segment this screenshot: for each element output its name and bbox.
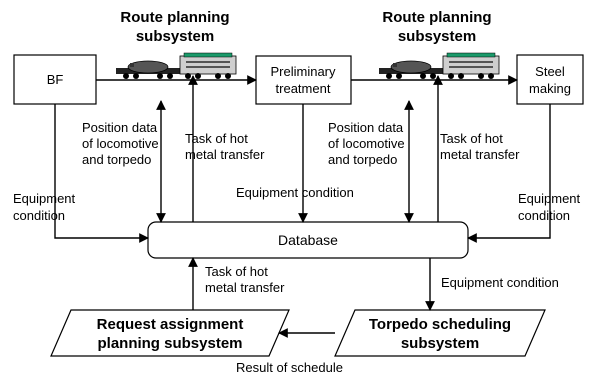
bf-label: BF — [47, 72, 64, 87]
request-assignment-label-2: planning subsystem — [97, 335, 242, 352]
right-task-label-2: metal transfer — [440, 147, 520, 162]
train-left-icon — [115, 52, 237, 80]
bf-equipment-label-2: condition — [13, 208, 65, 223]
left-task-label-1: Task of hot — [185, 131, 248, 146]
database-label: Database — [278, 232, 338, 248]
right-position-label-3: and torpedo — [328, 152, 397, 167]
left-task-label-2: metal transfer — [185, 147, 265, 162]
steel-making-label-1: Steel — [535, 64, 565, 79]
bf-equipment-label-1: Equipment — [13, 191, 76, 206]
request-assignment-box — [50, 309, 290, 357]
train-right-icon — [378, 52, 500, 80]
database-equipment-label: Equipment condition — [441, 275, 559, 290]
route-planning-left-title: Route planning — [120, 9, 229, 26]
torpedo-scheduling-box — [334, 309, 546, 357]
preliminary-treatment-label-1: Preliminary — [270, 64, 336, 79]
right-task-label-1: Task of hot — [440, 131, 503, 146]
route-planning-right-subtitle: subsystem — [398, 28, 476, 45]
left-position-label-3: and torpedo — [82, 152, 151, 167]
preliminary-treatment-box — [255, 55, 352, 105]
steel-equipment-arrow — [467, 104, 551, 243]
torpedo-scheduling-label-2: subsystem — [401, 335, 479, 352]
preliminary-treatment-label-2: treatment — [276, 81, 331, 96]
right-position-label-1: Position data — [328, 120, 404, 135]
route-planning-left-subtitle: subsystem — [136, 28, 214, 45]
preliminary-equipment-label: Equipment condition — [236, 185, 354, 200]
database-task-label-1: Task of hot — [205, 264, 268, 279]
steel-equipment-label-2: condition — [518, 208, 570, 223]
route-planning-right-title: Route planning — [382, 9, 491, 26]
torpedo-scheduling-label-1: Torpedo scheduling — [369, 316, 511, 333]
left-position-label-1: Position data — [82, 120, 158, 135]
bf-box — [13, 54, 97, 105]
left-position-label-2: of locomotive — [82, 136, 159, 151]
steel-making-label-2: making — [529, 81, 571, 96]
right-position-label-2: of locomotive — [328, 136, 405, 151]
bf-equipment-arrow — [54, 104, 149, 243]
request-assignment-label-1: Request assignment — [97, 316, 244, 333]
steel-making-box — [516, 54, 584, 105]
result-of-schedule-label: Result of schedule — [236, 360, 343, 375]
database-task-label-2: metal transfer — [205, 280, 285, 295]
steel-equipment-label-1: Equipment — [518, 191, 581, 206]
